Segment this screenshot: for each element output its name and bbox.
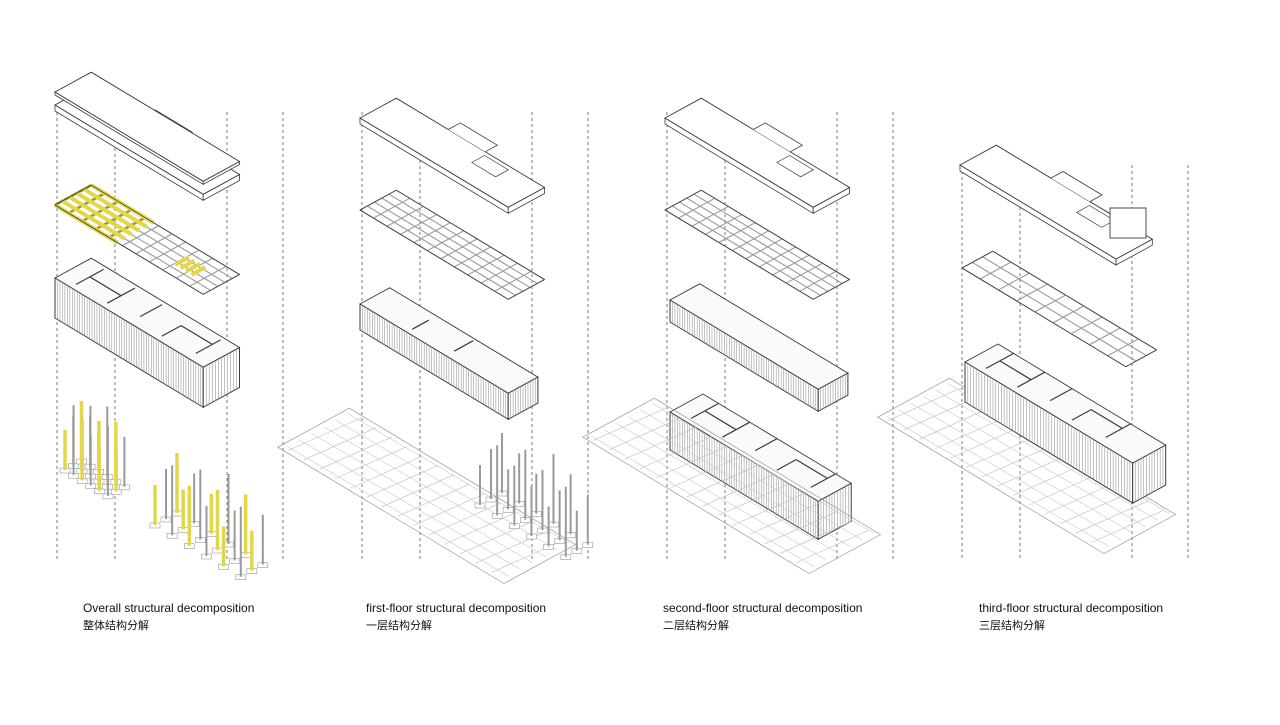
beam-grid-overall xyxy=(53,183,241,295)
roof-slab-second-floor xyxy=(664,97,851,215)
roof-layer-top-overall xyxy=(54,71,241,186)
first-floor-shell-first-floor xyxy=(359,287,539,421)
panel-first-floor xyxy=(277,97,594,584)
floor-frame-third-floor xyxy=(961,250,1158,368)
caption-overall-zh: 整体结构分解 xyxy=(83,619,149,632)
caption-third-floor-zh: 三层结构分解 xyxy=(979,619,1045,632)
columns-left-overall xyxy=(59,401,130,500)
roof-lantern-third-floor xyxy=(1109,207,1147,239)
roof-slab-third-floor xyxy=(959,144,1154,266)
building-volume-overall xyxy=(54,257,241,409)
first-floor-columns-first-floor xyxy=(474,433,594,561)
third-floor-volume-third-floor xyxy=(964,343,1167,504)
highlight-cluster xyxy=(174,255,207,277)
columns-right-overall xyxy=(149,453,269,581)
caption-first-floor-zh: 一层结构分解 xyxy=(366,619,432,632)
site-terrain-second-floor xyxy=(582,397,882,574)
panel-second-floor xyxy=(582,97,894,574)
caption-second-floor-zh: 二层结构分解 xyxy=(663,619,729,632)
caption-second-floor-en: second-floor structural decomposition xyxy=(663,601,863,615)
caption-third-floor: third-floor structural decomposition 三层结… xyxy=(979,600,1163,634)
caption-second-floor: second-floor structural decomposition 二层… xyxy=(663,600,862,634)
caption-first-floor-en: first-floor structural decomposition xyxy=(366,601,547,615)
second-floor-shell-second-floor xyxy=(669,283,849,413)
beam-grid-first-floor xyxy=(359,189,546,300)
caption-overall: Overall structural decomposition 整体结构分解 xyxy=(83,600,254,634)
caption-third-floor-en: third-floor structural decomposition xyxy=(979,601,1164,615)
beam-grid-second-floor xyxy=(664,189,851,300)
panel-third-floor xyxy=(877,144,1189,560)
caption-first-floor: first-floor structural decomposition 一层结… xyxy=(366,600,546,634)
caption-overall-en: Overall structural decomposition xyxy=(83,601,255,615)
panel-overall xyxy=(53,71,284,581)
site-terrain-third-floor xyxy=(877,377,1177,554)
roof-slab-first-floor xyxy=(359,97,546,215)
